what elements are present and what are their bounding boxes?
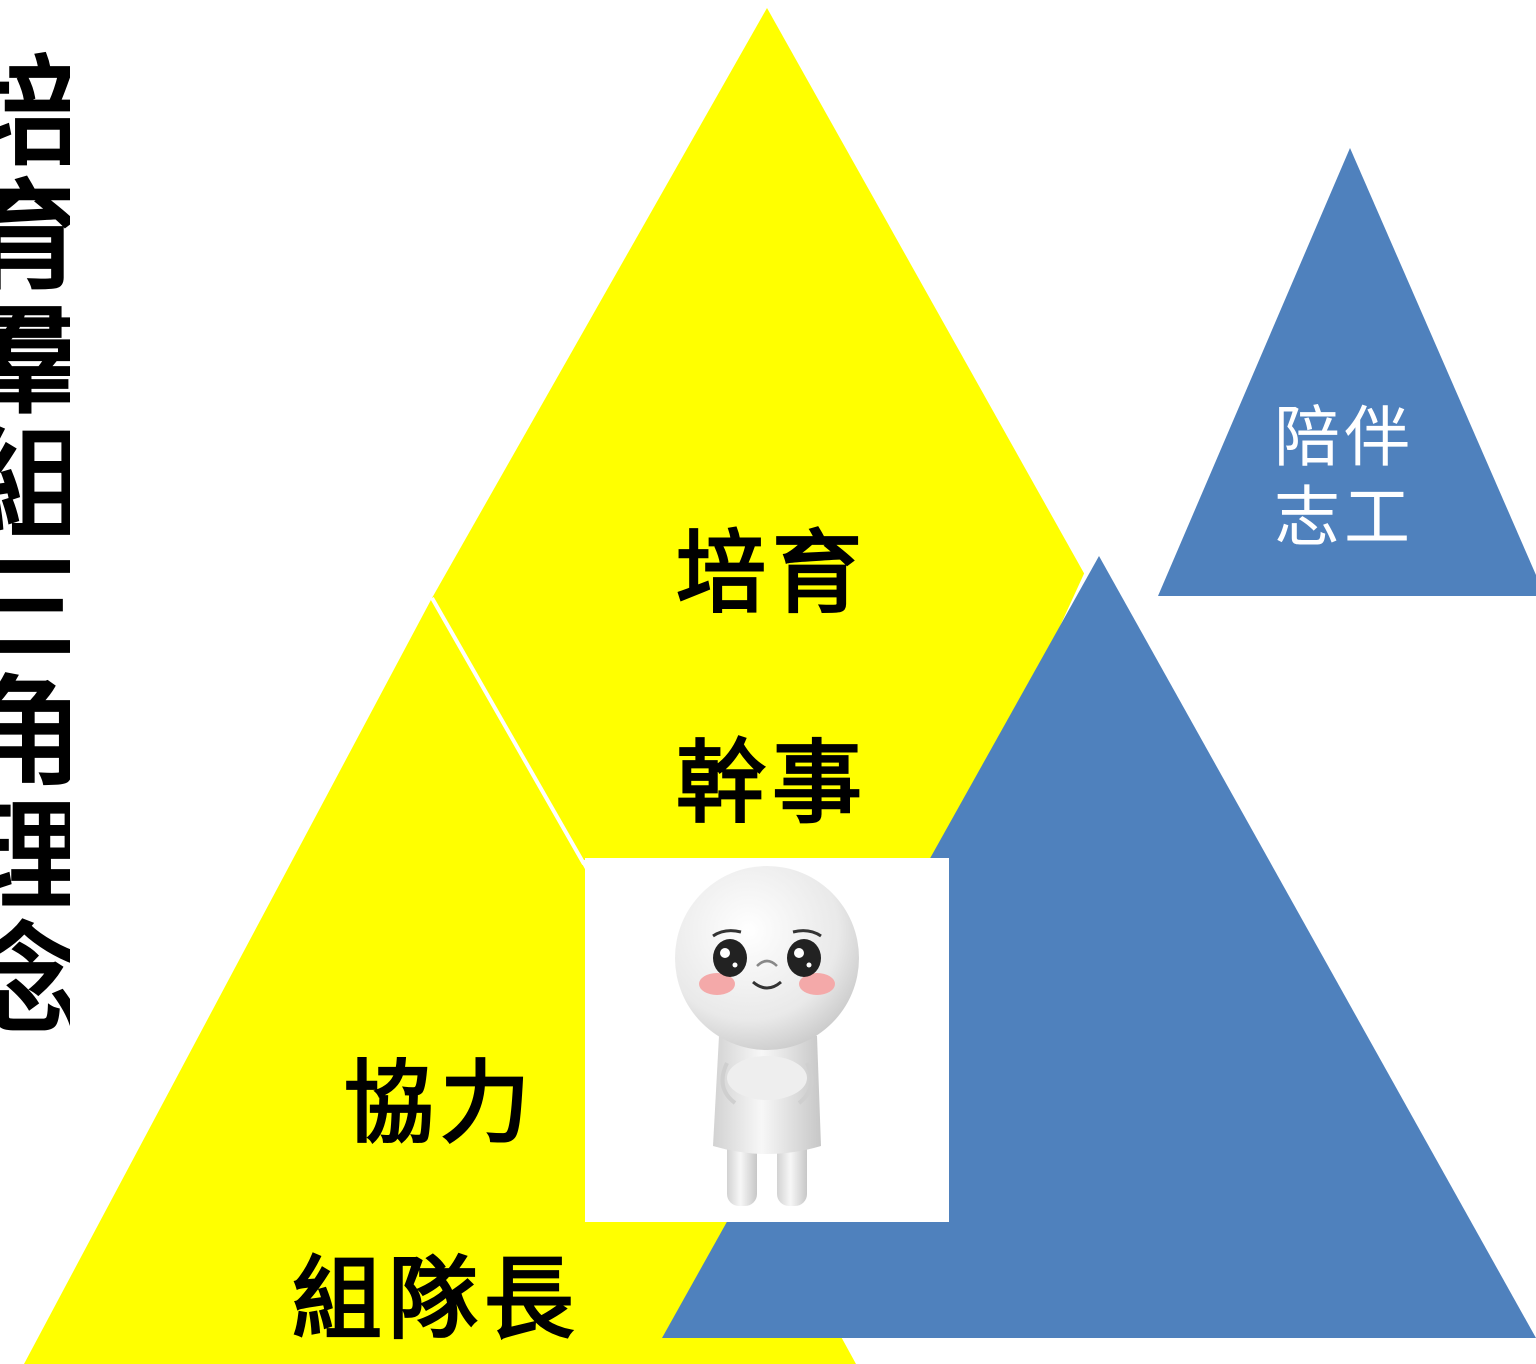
label-xieli: 協力 (344, 1051, 536, 1156)
label-peiyu: 培育 (676, 521, 868, 626)
label-ganshi: 幹事 (676, 731, 868, 836)
triangle-divider-line (430, 597, 586, 865)
triangle-peiban-zhigong (1158, 148, 1536, 596)
label-peiban: 陪伴 (1274, 399, 1414, 476)
cute-white-character-icon (675, 866, 859, 1206)
label-zuduizhang: 組隊長 (292, 1247, 580, 1352)
vertical-title: 培育羣組三角理念 (0, 50, 70, 1042)
label-zhigong: 志工 (1274, 479, 1414, 556)
triangle-peiyu-ganshi (432, 8, 1085, 860)
character-photo (585, 858, 949, 1222)
